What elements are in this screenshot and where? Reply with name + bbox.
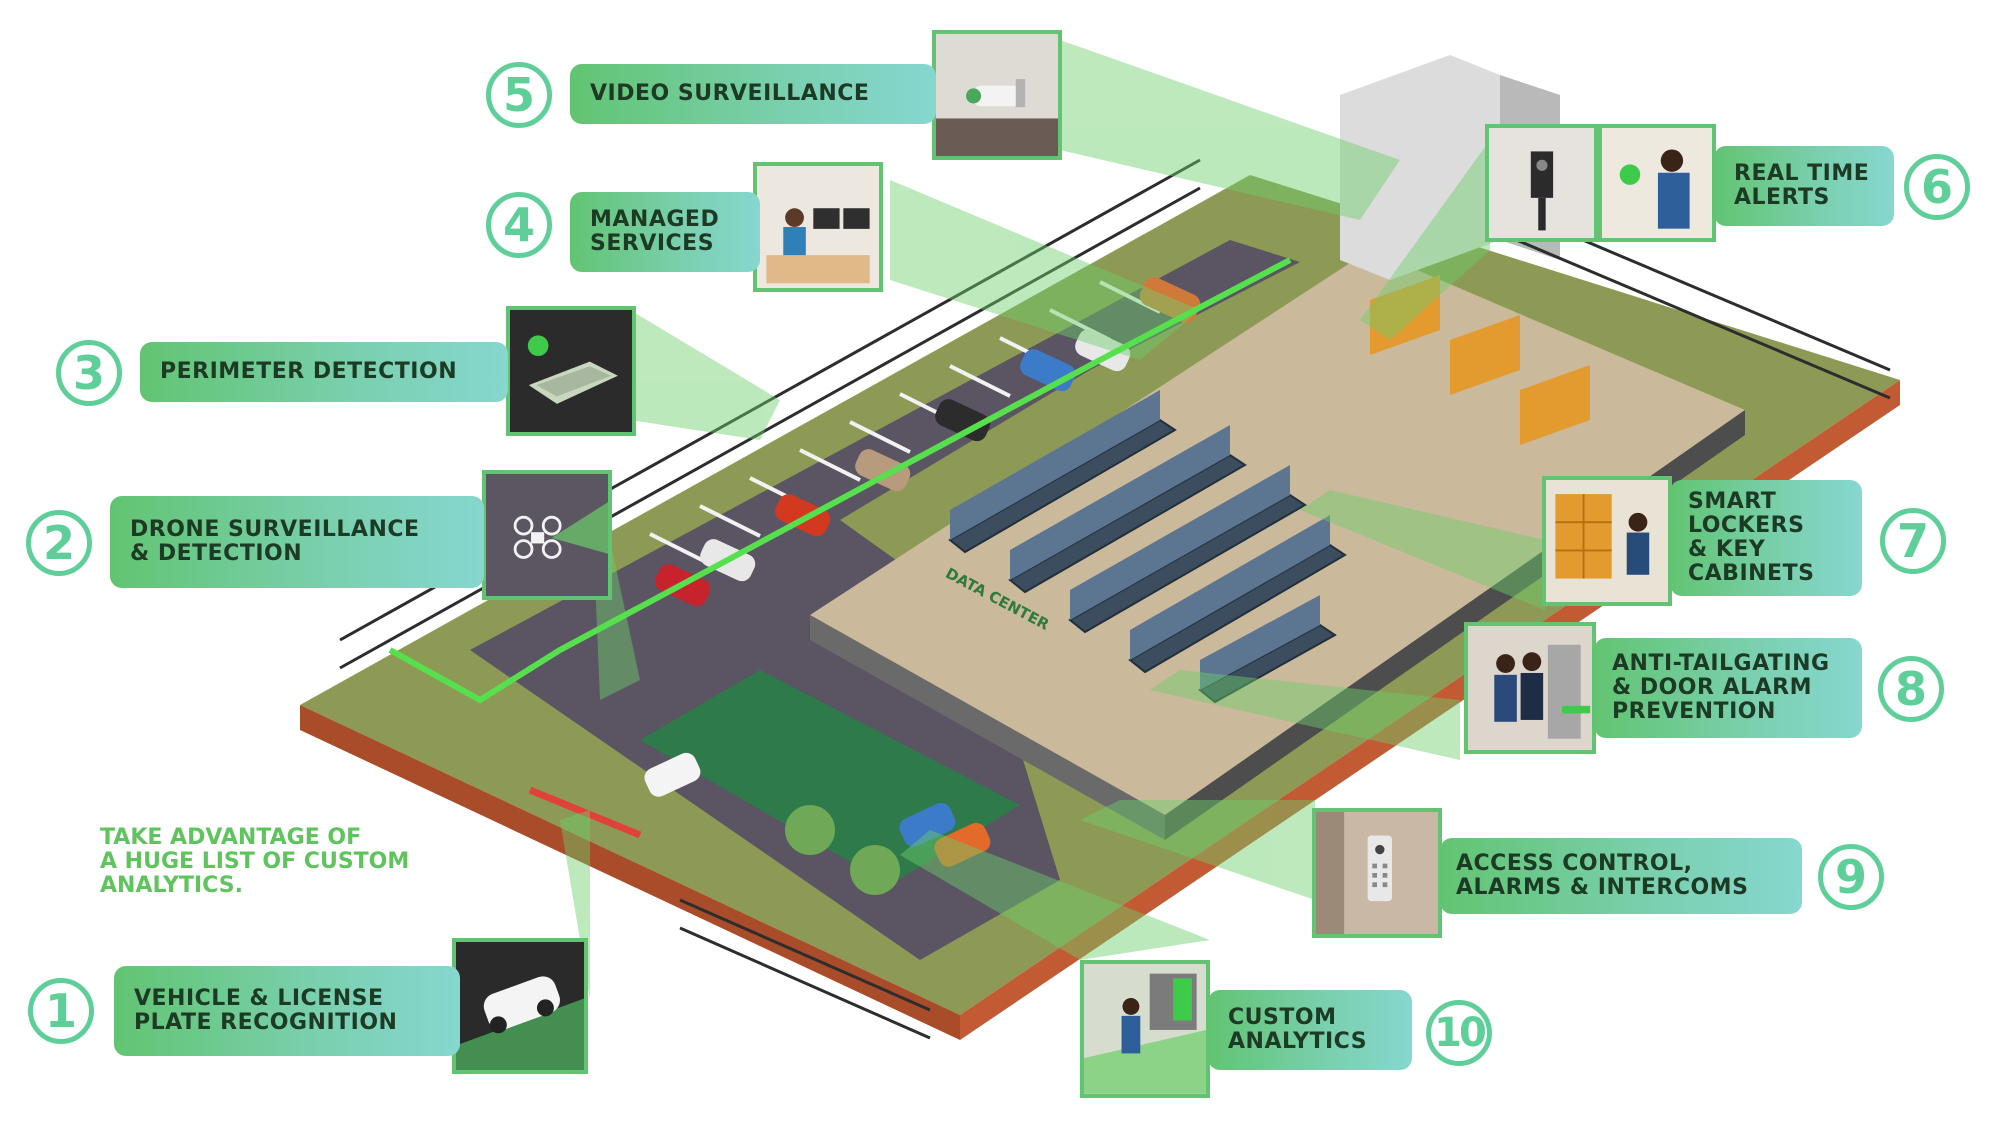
thumb-smart-lockers [1542,476,1672,606]
thumb-drone-surveillance [482,470,612,600]
thumb-custom-analytics [1080,960,1210,1098]
callout-text-8: Anti-tailgating & door alarm prevention [1612,651,1830,724]
thumb-anti-tailgating [1464,622,1596,754]
thumb-access-control [1312,808,1442,938]
callout-text-2: Drone surveillance & detection [130,517,420,566]
tagline-text: Take advantage of a huge list of custom … [100,825,410,898]
callout-text-5: Video surveillance [590,81,870,106]
callout-label-real-time-alerts: Real time alerts [1714,146,1894,226]
camera-icon [936,34,1058,156]
callout-number-10: 10 [1426,1000,1492,1066]
callout-number-7: 7 [1880,508,1946,574]
callout-number-1: 1 [28,978,94,1044]
perimeter-detection-path [388,257,1292,704]
locker-cabinets [1370,275,1590,445]
callout-text-9: Access control, alarms & intercoms [1456,851,1749,900]
pedestrian-icon [1084,964,1206,1094]
intercom-icon [1316,812,1438,934]
thumb-video-surveillance [932,30,1062,160]
callout-text-6: Real time alerts [1734,161,1870,210]
ground-edge [300,705,960,1040]
thumb-vehicle-recognition [452,938,588,1074]
server-rack-tops [950,390,1330,690]
callout-label-video-surveillance: Video surveillance [570,64,936,124]
callout-text-3: Perimeter detection [160,359,458,384]
callout-label-smart-lockers: Smart lockers & key cabinets [1670,480,1862,596]
thumb-real-time-alerts-person [1598,124,1716,242]
callout-text-1: Vehicle & license plate recognition [134,986,398,1035]
callout-text-10: Custom analytics [1228,1005,1368,1054]
callout-label-anti-tailgating: Anti-tailgating & door alarm prevention [1594,638,1862,738]
callout-number-8: 8 [1878,656,1944,722]
callout-number-6: 6 [1904,154,1970,220]
callout-number-9: 9 [1818,844,1884,910]
callout-text-7: Smart lockers & key cabinets [1688,489,1815,586]
building-front-wall [810,615,1165,840]
callout-label-managed-services: Managed services [570,192,760,272]
callout-number-3: 3 [56,340,122,406]
turnstile-icon [1468,626,1592,750]
callout-label-vehicle-recognition: Vehicle & license plate recognition [114,966,460,1056]
building-floor [810,250,1745,815]
callout-number-4: 4 [486,192,552,258]
callout-text-4: Managed services [590,207,720,256]
thumb-perimeter-detection [506,306,636,436]
locker-icon [1546,480,1668,602]
thumb-real-time-alerts-kiosk [1485,124,1598,242]
rooftop-building [1340,55,1500,280]
callout-label-custom-analytics: Custom analytics [1208,990,1412,1070]
camera-beams [560,40,1545,1000]
callout-label-access-control: Access control, alarms & intercoms [1440,838,1802,914]
callout-number-5: 5 [486,62,552,128]
car-icon [456,942,584,1070]
operator-desk-icon [757,166,879,288]
kiosk-icon [1489,128,1594,238]
parking-gate-barrier [528,786,642,839]
callout-label-drone-surveillance: Drone surveillance & detection [110,496,484,588]
perimeter-sensor-icon [510,310,632,432]
drone-icon [486,474,608,596]
trees [785,805,900,895]
thumb-managed-services [753,162,883,292]
alert-icon [1602,128,1712,238]
callout-label-perimeter-detection: Perimeter detection [140,342,508,402]
callout-number-2: 2 [26,510,92,576]
